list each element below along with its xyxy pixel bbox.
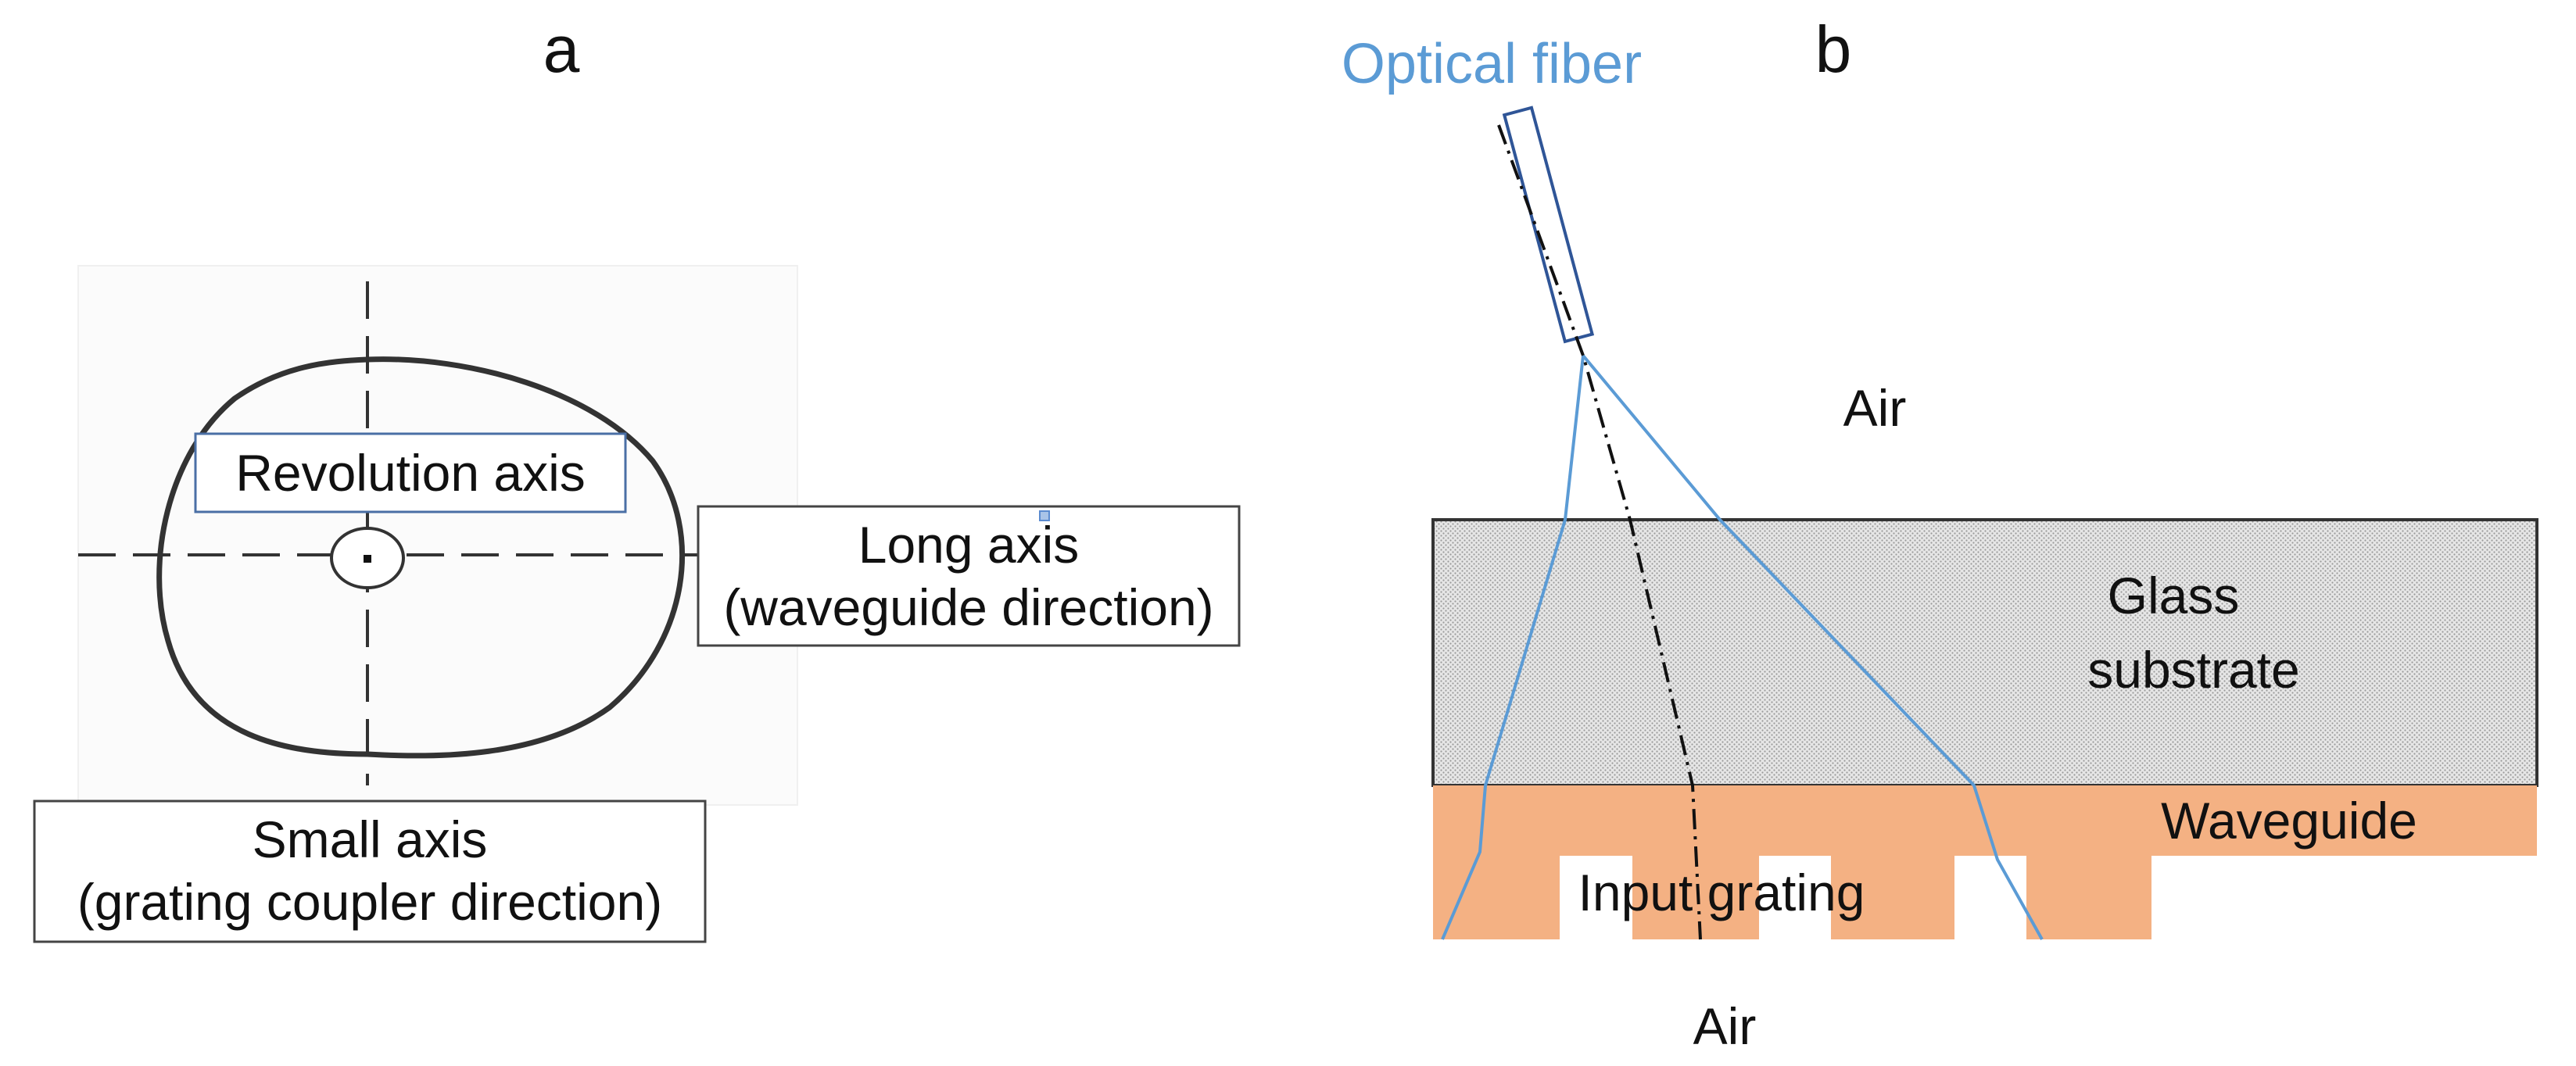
panel-a-label: a xyxy=(543,13,580,86)
air-bottom-label: Air xyxy=(1693,997,1757,1055)
revolution-axis-box xyxy=(194,432,627,513)
waveguide-layer xyxy=(1433,785,2537,939)
input-grating-label: Input grating xyxy=(1578,864,1865,921)
optical-fiber xyxy=(1502,106,1595,344)
glass-substrate-label-line1: Glass xyxy=(2108,567,2240,624)
glass-substrate-label-line2: substrate xyxy=(2087,641,2299,699)
small-axis-box xyxy=(33,800,707,943)
glass-substrate xyxy=(1431,518,2538,787)
panel-b: b Optical fiber Air Glass substrate Wave… xyxy=(1342,13,2538,1055)
long-axis-box xyxy=(697,505,1241,647)
optical-fiber-label: Optical fiber xyxy=(1342,33,1642,95)
air-top-label: Air xyxy=(1843,379,1907,437)
long-axis-label-line2: (waveguide direction) xyxy=(723,578,1213,636)
panel-a-background xyxy=(77,265,798,806)
small-axis-label-line2: (grating coupler direction) xyxy=(77,873,662,931)
waveguide-label: Waveguide xyxy=(2161,792,2417,850)
long-axis-label-line1: Long axis xyxy=(858,516,1080,574)
revolution-axis-label: Revolution axis xyxy=(235,444,586,502)
panel-a: a Revolution axis Long axis (waveguide d… xyxy=(33,13,1241,943)
optical-axis-line xyxy=(1497,124,1702,940)
revolution-axis-dot xyxy=(364,555,371,563)
selection-handle xyxy=(1039,510,1050,521)
right-ray xyxy=(1582,354,2044,940)
panel-b-label: b xyxy=(1815,13,1852,86)
small-axis-label-line1: Small axis xyxy=(253,810,488,868)
left-ray xyxy=(1441,355,1585,940)
